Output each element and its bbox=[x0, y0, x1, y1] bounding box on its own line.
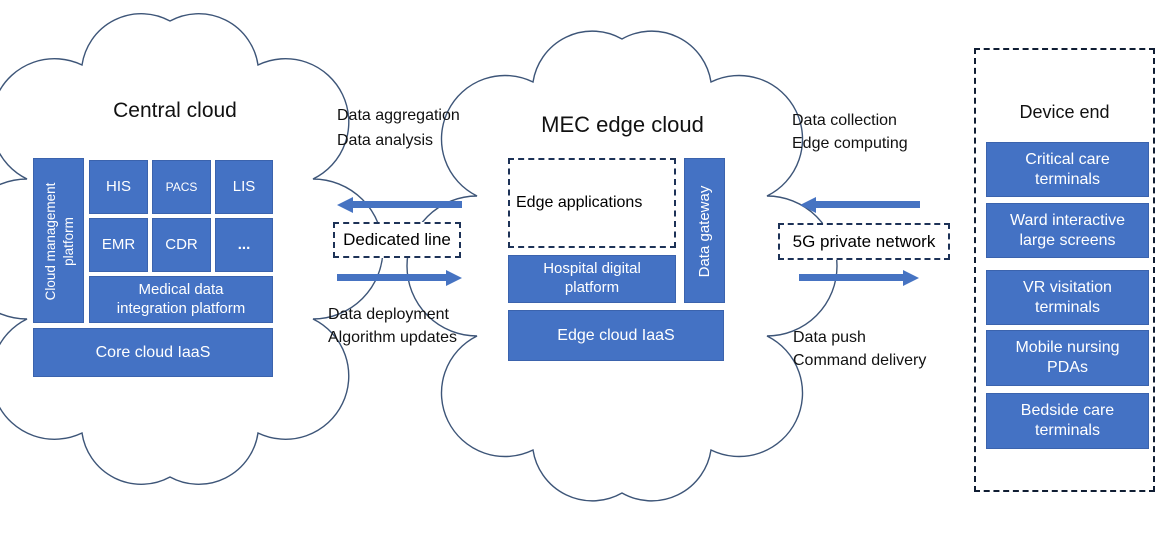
link-right-bottom-line1: Data push bbox=[793, 329, 866, 346]
label-line: PDAs bbox=[1047, 359, 1088, 376]
critical-care-terminals-box: Critical care terminals bbox=[986, 142, 1149, 197]
label-line: Cloud management bbox=[42, 182, 58, 301]
his-box: HIS bbox=[89, 160, 148, 214]
hospital-digital-platform-box: Hospital digital platform bbox=[508, 255, 676, 303]
label-line: Bedside care bbox=[1020, 402, 1115, 419]
label-line: integration platform bbox=[116, 299, 246, 317]
label-line: VR visitation bbox=[1023, 278, 1112, 296]
data-gateway-label: Data gateway bbox=[696, 185, 714, 278]
bedside-care-terminals-box: Bedside care terminals bbox=[986, 393, 1149, 449]
link-left-bottom-line1: Data deployment bbox=[328, 306, 449, 323]
device-end-title: Device end bbox=[1019, 102, 1110, 122]
label-line: Hospital digital bbox=[543, 260, 641, 278]
link-left-top-line2: Data analysis bbox=[337, 132, 434, 149]
core-cloud-iaas-box: Core cloud IaaS bbox=[33, 328, 273, 377]
5g-private-network-label: 5G private network bbox=[778, 223, 950, 260]
label-line: platform bbox=[60, 217, 76, 266]
edge-applications-box: Edge applications bbox=[508, 158, 676, 248]
cdr-box: CDR bbox=[152, 218, 211, 272]
label-line: terminals bbox=[1035, 422, 1100, 439]
cloud-management-platform-label: Cloud management platform bbox=[34, 159, 85, 324]
label-line: terminals bbox=[1035, 170, 1100, 188]
medical-data-integration-box: Medical data integration platform bbox=[89, 276, 273, 323]
mobile-nursing-pdas-box: Mobile nursing PDAs bbox=[986, 330, 1149, 386]
mec-cloud-title: MEC edge cloud bbox=[541, 112, 704, 137]
link-right-top-line2: Edge computing bbox=[792, 135, 908, 152]
link-left-bottom-line2: Algorithm updates bbox=[328, 329, 457, 346]
data-gateway-box: Data gateway bbox=[684, 158, 725, 303]
ward-interactive-screens-box: Ward interactive large screens bbox=[986, 203, 1149, 258]
emr-box: EMR bbox=[89, 218, 148, 272]
link-right-bottom-line2: Command delivery bbox=[793, 352, 927, 369]
pacs-box: PACS bbox=[152, 160, 211, 214]
edge-cloud-iaas-box: Edge cloud IaaS bbox=[508, 310, 724, 361]
vr-visitation-terminals-box: VR visitation terminals bbox=[986, 270, 1149, 325]
label-line: Mobile nursing bbox=[1015, 339, 1120, 356]
right-arrow-to-mec bbox=[337, 269, 462, 286]
label-line: platform bbox=[564, 279, 620, 296]
cloud-management-platform-box: Cloud management platform bbox=[33, 158, 84, 323]
label-line: Medical data bbox=[138, 280, 224, 298]
left-arrow-to-central bbox=[337, 196, 462, 213]
link-left-top-line1: Data aggregation bbox=[337, 107, 460, 124]
label-line: terminals bbox=[1035, 298, 1100, 316]
lis-box: LIS bbox=[215, 160, 273, 214]
link-right-top-line1: Data collection bbox=[792, 112, 897, 129]
ellipsis-box: ... bbox=[215, 218, 273, 272]
right-arrow-to-device bbox=[799, 269, 919, 286]
left-arrow-to-mec bbox=[800, 196, 920, 213]
label-line: Ward interactive bbox=[1010, 211, 1125, 229]
label-line: Critical care bbox=[1025, 150, 1110, 168]
dedicated-line-label: Dedicated line bbox=[333, 222, 461, 258]
label-line: large screens bbox=[1019, 231, 1116, 249]
central-cloud-title: Central cloud bbox=[113, 99, 237, 122]
